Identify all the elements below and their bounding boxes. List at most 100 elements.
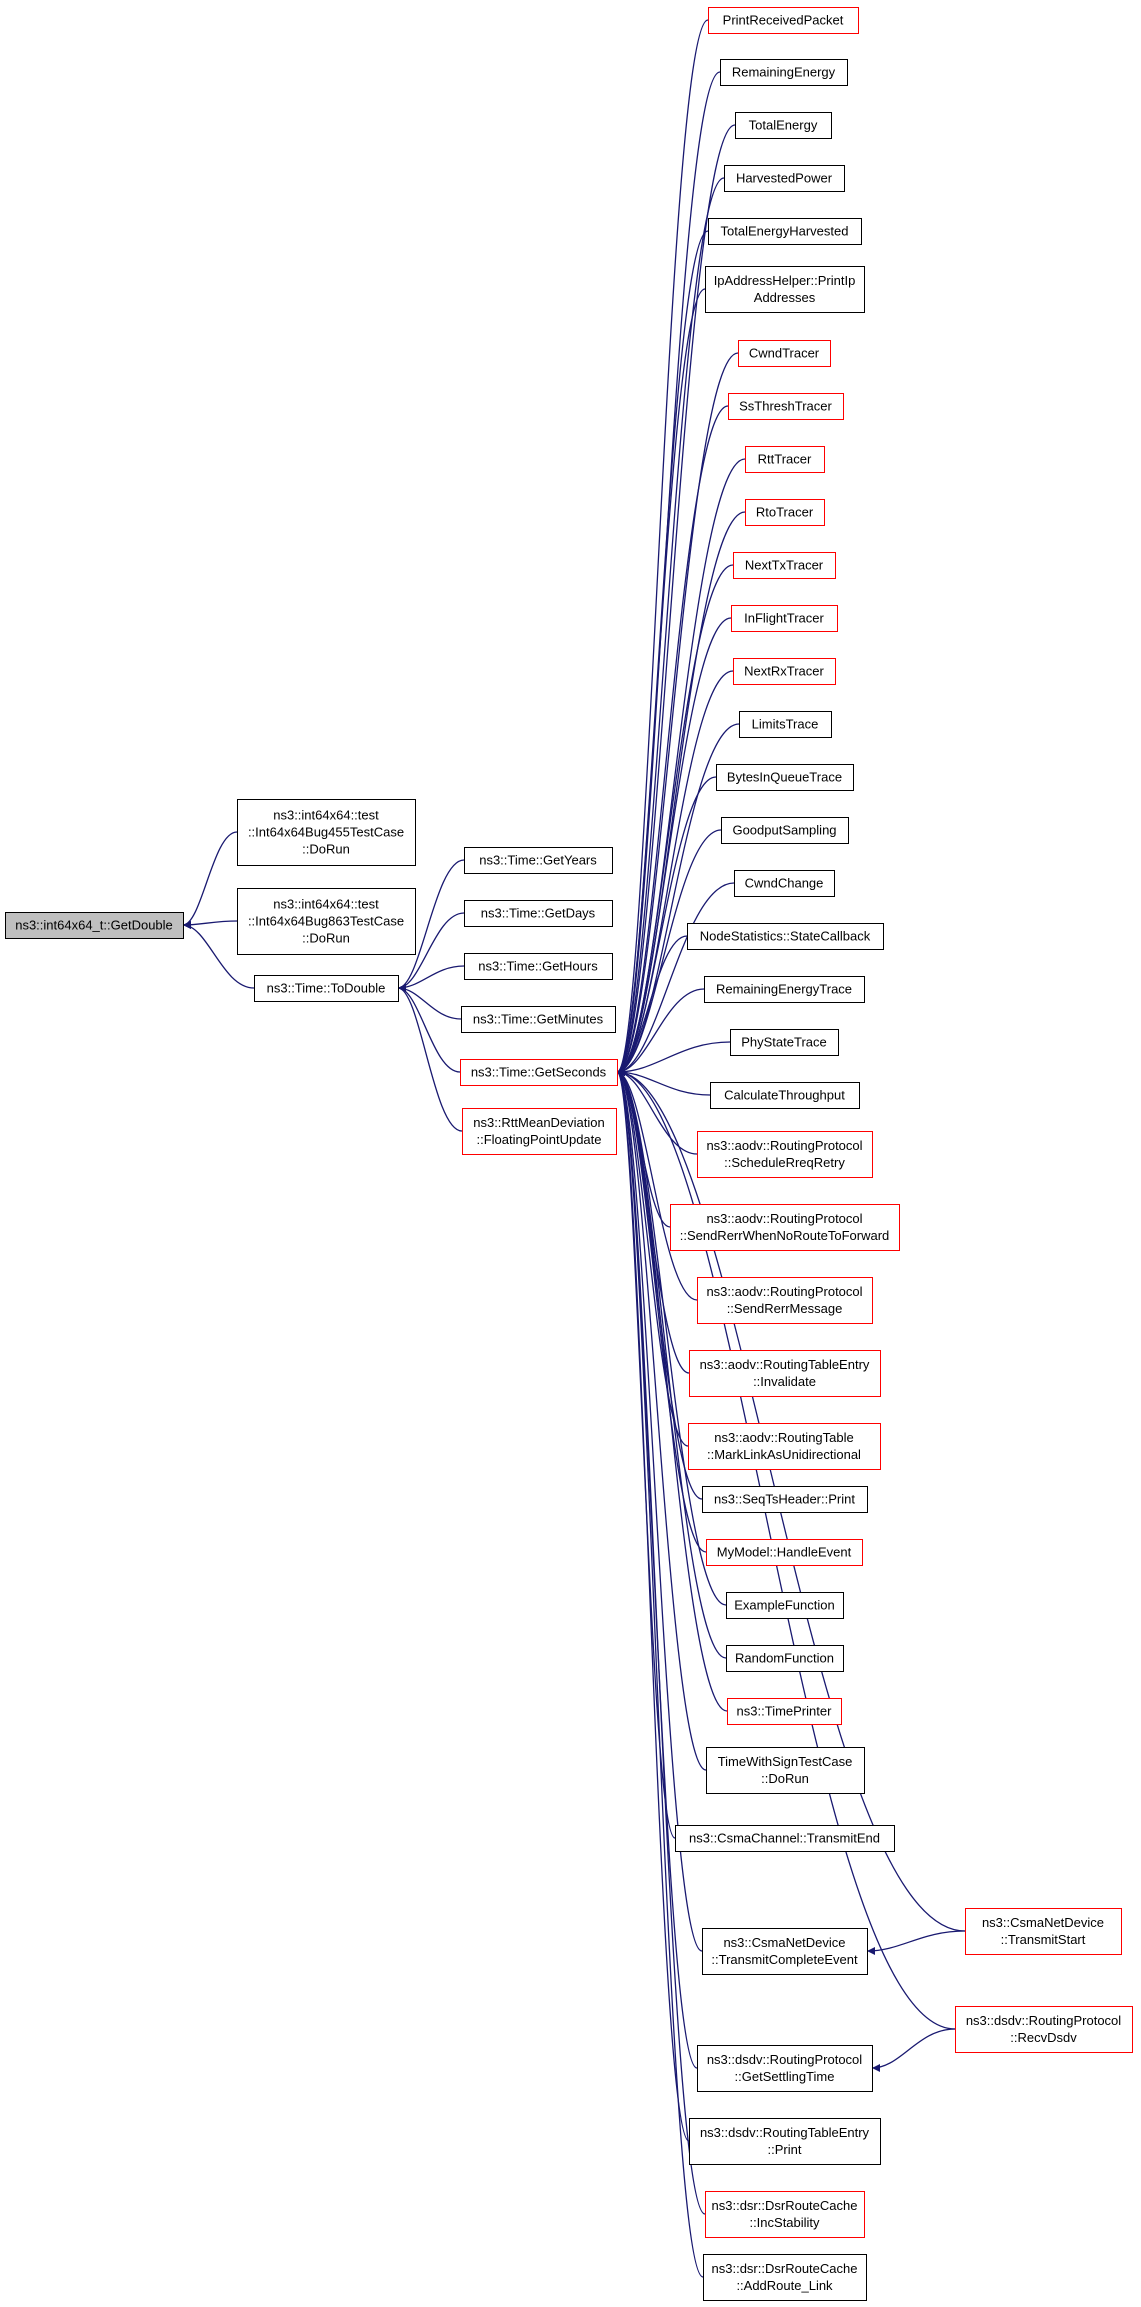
node-c30[interactable]: RandomFunction: [726, 1645, 844, 1672]
node-label-line: HarvestedPower: [736, 171, 833, 186]
node-c25[interactable]: ns3::aodv::RoutingTableEntry::Invalidate: [689, 1350, 881, 1397]
node-box: [739, 711, 832, 738]
node-label-line: ::Int64x64Bug455TestCase: [248, 825, 404, 840]
node-label-line: ns3::dsr::DsrRouteCache: [712, 2261, 858, 2276]
node-getseconds[interactable]: ns3::Time::GetSeconds: [460, 1059, 618, 1086]
node-d2[interactable]: ns3::dsdv::RoutingProtocol::RecvDsdv: [955, 2006, 1133, 2053]
node-label-line: ns3::aodv::RoutingProtocol: [706, 1138, 862, 1153]
node-c32[interactable]: TimeWithSignTestCase::DoRun: [706, 1747, 865, 1794]
node-getminutes[interactable]: ns3::Time::GetMinutes: [461, 1006, 616, 1033]
node-label-line: ns3::int64x64::test: [273, 897, 379, 912]
node-c15[interactable]: BytesInQueueTrace: [716, 764, 854, 791]
node-label-line: ns3::Time::GetHours: [478, 959, 598, 974]
node-box: [716, 764, 854, 791]
node-box: [720, 59, 848, 86]
node-c14[interactable]: LimitsTrace: [739, 711, 832, 738]
edge-d1-to-c34: [866, 1930, 966, 1955]
node-bug455[interactable]: ns3::int64x64::test::Int64x64Bug455TestC…: [237, 799, 416, 866]
node-box: [702, 1928, 868, 1975]
node-c27[interactable]: ns3::SeqTsHeader::Print: [702, 1486, 868, 1513]
node-gethours[interactable]: ns3::Time::GetHours: [464, 953, 613, 980]
node-c23[interactable]: ns3::aodv::RoutingProtocol::SendRerrWhen…: [670, 1204, 900, 1251]
node-box: [702, 1486, 868, 1513]
edge-c38-to-getseconds: [616, 1068, 704, 2278]
node-label-line: ::ScheduleRreqRetry: [724, 1155, 845, 1170]
node-c29[interactable]: ExampleFunction: [726, 1592, 844, 1619]
node-c35[interactable]: ns3::dsdv::RoutingProtocol::GetSettlingT…: [697, 2045, 873, 2092]
edge-rttmean-to-todouble: [397, 984, 463, 1132]
node-getdays[interactable]: ns3::Time::GetDays: [464, 900, 613, 927]
node-box: [706, 1747, 865, 1794]
node-box: [706, 1539, 863, 1566]
node-label-line: ::GetSettlingTime: [735, 2069, 835, 2084]
node-label-line: NodeStatistics::StateCallback: [700, 929, 871, 944]
node-box: [237, 888, 416, 955]
node-c24[interactable]: ns3::aodv::RoutingProtocol::SendRerrMess…: [697, 1277, 873, 1324]
edge-bug863-to-getdouble: [182, 920, 238, 929]
node-box: [724, 165, 845, 192]
node-c31[interactable]: ns3::TimePrinter: [727, 1698, 842, 1725]
node-c28[interactable]: MyModel::HandleEvent: [706, 1539, 863, 1566]
node-label-line: ns3::Time::ToDouble: [267, 981, 386, 996]
node-box: [726, 1645, 844, 1672]
node-box: [464, 847, 613, 874]
node-box: [237, 799, 416, 866]
node-label-line: ns3::dsdv::RoutingProtocol: [966, 2013, 1121, 2028]
node-c19[interactable]: RemainingEnergyTrace: [704, 976, 865, 1003]
node-c16[interactable]: GoodputSampling: [721, 817, 849, 844]
node-c12[interactable]: InFlightTracer: [731, 605, 838, 632]
node-label-line: ::SendRerrMessage: [727, 1301, 843, 1316]
node-c22[interactable]: ns3::aodv::RoutingProtocol::ScheduleRreq…: [697, 1131, 873, 1178]
node-label-line: ns3::dsr::DsrRouteCache: [712, 2198, 858, 2213]
node-label-line: TimeWithSignTestCase: [718, 1754, 853, 1769]
node-c07[interactable]: CwndTracer: [738, 340, 831, 367]
node-c05[interactable]: TotalEnergyHarvested: [708, 218, 862, 245]
node-c17[interactable]: CwndChange: [734, 870, 835, 897]
node-c11[interactable]: NextTxTracer: [733, 552, 836, 579]
node-d1[interactable]: ns3::CsmaNetDevice::TransmitStart: [965, 1908, 1122, 1955]
node-label-line: Addresses: [754, 290, 816, 305]
node-c02[interactable]: RemainingEnergy: [720, 59, 848, 86]
node-c21[interactable]: CalculateThroughput: [710, 1082, 860, 1109]
edge-d2-to-c35: [871, 2028, 956, 2072]
node-box: [254, 975, 399, 1002]
node-c08[interactable]: SsThreshTracer: [728, 393, 844, 420]
node-c36[interactable]: ns3::dsdv::RoutingTableEntry::Print: [689, 2118, 881, 2165]
node-c18[interactable]: NodeStatistics::StateCallback: [687, 923, 884, 950]
node-c33[interactable]: ns3::CsmaChannel::TransmitEnd: [675, 1825, 895, 1852]
node-c09[interactable]: RttTracer: [745, 446, 825, 473]
node-bug863[interactable]: ns3::int64x64::test::Int64x64Bug863TestC…: [237, 888, 416, 955]
edge-todouble-to-getdouble: [182, 921, 255, 989]
node-box: [965, 1908, 1122, 1955]
node-c34[interactable]: ns3::CsmaNetDevice::TransmitCompleteEven…: [702, 1928, 868, 1975]
node-box: [705, 2191, 865, 2238]
node-todouble[interactable]: ns3::Time::ToDouble: [254, 975, 399, 1002]
node-c20[interactable]: PhyStateTrace: [730, 1029, 839, 1056]
node-label-line: ::MarkLinkAsUnidirectional: [707, 1447, 861, 1462]
edge-c15-to-getseconds: [616, 776, 717, 1076]
edge-c32-to-getseconds: [616, 1068, 707, 1771]
node-label-line: RttTracer: [758, 452, 812, 467]
node-box: [955, 2006, 1133, 2053]
node-label-line: PhyStateTrace: [741, 1035, 827, 1050]
node-c10[interactable]: RtoTracer: [745, 499, 825, 526]
node-label-line: ns3::Time::GetDays: [481, 906, 596, 921]
node-c38[interactable]: ns3::dsr::DsrRouteCache::AddRoute_Link: [703, 2254, 867, 2301]
node-label-line: NextTxTracer: [745, 558, 824, 573]
edge-c03-to-getseconds: [616, 124, 736, 1076]
node-getyears[interactable]: ns3::Time::GetYears: [464, 847, 613, 874]
node-label-line: ExampleFunction: [734, 1598, 834, 1613]
node-c37[interactable]: ns3::dsr::DsrRouteCache::IncStability: [705, 2191, 865, 2238]
node-box: [689, 1350, 881, 1397]
edge-c19-to-getseconds: [616, 988, 705, 1076]
node-label-line: ns3::int64x64::test: [273, 808, 379, 823]
node-c01[interactable]: PrintReceivedPacket: [708, 7, 859, 34]
node-c03[interactable]: TotalEnergy: [735, 112, 832, 139]
node-c13[interactable]: NextRxTracer: [733, 658, 836, 685]
node-c26[interactable]: ns3::aodv::RoutingTable::MarkLinkAsUnidi…: [688, 1423, 881, 1470]
root-node[interactable]: ns3::int64x64_t::GetDouble: [5, 912, 184, 939]
node-box: [461, 1006, 616, 1033]
node-c04[interactable]: HarvestedPower: [724, 165, 845, 192]
node-rttmean[interactable]: ns3::RttMeanDeviation::FloatingPointUpda…: [462, 1108, 617, 1155]
